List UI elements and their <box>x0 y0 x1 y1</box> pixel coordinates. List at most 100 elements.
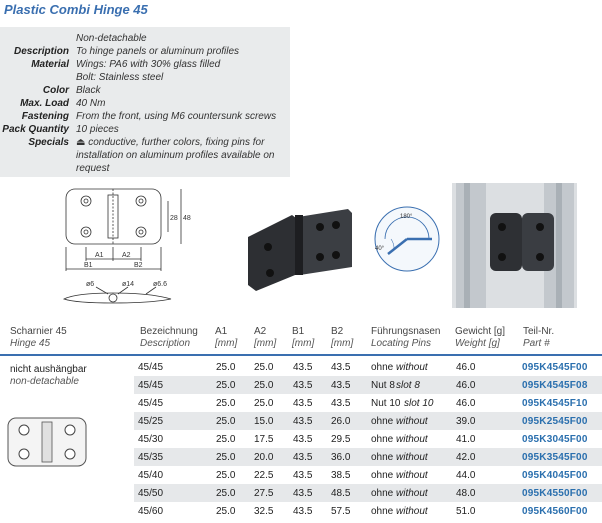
cell-b1: 43.5 <box>293 398 313 409</box>
spec-value-text: conductive, further colors, fixing pins … <box>88 137 265 148</box>
screw-hole <box>498 223 506 231</box>
spec-label: Fastening <box>21 111 69 122</box>
cell-pins-de: ohne <box>371 362 394 373</box>
col-header-sub: Hinge 45 <box>10 338 51 349</box>
col-header-a1: A1[mm] <box>215 326 237 350</box>
cell-desc: 45/25 <box>138 416 164 427</box>
hinge-wing-right <box>298 209 352 275</box>
screw-hole <box>80 226 92 238</box>
cell-b1: 43.5 <box>293 434 313 445</box>
col-header-sub: Description <box>140 338 191 349</box>
cell-pins-de: Nut 10 <box>371 398 401 409</box>
mounted-hinge-photo <box>452 183 577 308</box>
hinge-type-sub: non-detachable <box>10 376 79 387</box>
col-header-sub: Weight [g] <box>455 338 500 349</box>
cell-part-number: 095K3545F00 <box>522 452 588 463</box>
cell-pins-en: without <box>396 470 428 481</box>
col-header-a2: A2[mm] <box>254 326 276 350</box>
spec-value: Bolt: Stainless steel <box>76 72 164 83</box>
spec-label: Material <box>31 59 69 70</box>
spec-value: installation on aluminum profiles availa… <box>76 150 275 161</box>
screw-hole <box>332 221 340 229</box>
col-header-main: B1 <box>292 326 305 337</box>
cell-weight: 46.0 <box>456 380 476 391</box>
cell-weight: 46.0 <box>456 362 476 373</box>
thumb-knuckle <box>41 421 53 463</box>
cell-pins-en: without <box>396 416 428 427</box>
col-header-sub: [mm] <box>292 338 315 349</box>
spec-label: Max. Load <box>20 98 69 109</box>
cell-a1: 25.0 <box>216 470 236 481</box>
col-header-main: A1 <box>215 326 228 337</box>
cell-part-number: 095K4545F08 <box>522 380 588 391</box>
leader-line <box>145 286 157 295</box>
thumb-hole <box>64 424 76 436</box>
dim-a2-label: A2 <box>122 252 131 259</box>
cell-part-number: 095K4550F00 <box>522 488 588 499</box>
side-profile <box>62 292 172 304</box>
hinge-knuckle <box>295 215 303 275</box>
col-header-weight: Gewicht [g]Weight [g] <box>455 326 505 350</box>
cell-a1: 25.0 <box>216 506 236 517</box>
cell-b2: 43.5 <box>331 380 351 391</box>
cell-a1: 25.0 <box>216 380 236 391</box>
spec-value: 10 pieces <box>76 124 119 135</box>
spec-value: Non-detachable <box>76 33 147 44</box>
cell-desc: 45/45 <box>138 380 164 391</box>
screw-hole <box>332 251 340 259</box>
col-header-part-number: Teil-Nr.Part # <box>523 326 554 350</box>
screw-hole <box>135 195 147 207</box>
col-header-main: B2 <box>331 326 344 337</box>
cell-a1: 25.0 <box>216 434 236 445</box>
cell-a1: 25.0 <box>216 452 236 463</box>
cell-part-number: 095K4045F00 <box>522 470 588 481</box>
cell-weight: 48.0 <box>456 488 476 499</box>
cell-a2: 32.5 <box>254 506 274 517</box>
hinge-wing-left <box>248 215 300 291</box>
leader-line <box>117 286 129 295</box>
col-header-sub: Part # <box>523 338 550 349</box>
side-knuckle <box>108 293 118 303</box>
spec-value: ⏏ conductive, further colors, fixing pin… <box>76 137 290 149</box>
hinge-wing-right <box>522 213 554 271</box>
col-header-sub: Locating Pins <box>371 338 432 349</box>
profile-slot <box>464 183 470 308</box>
cell-b1: 43.5 <box>293 416 313 427</box>
col-header-main: Scharnier 45 <box>10 326 67 337</box>
hinge-wing-left <box>490 213 522 271</box>
cell-pins-de: ohne <box>371 506 394 517</box>
screw-hole <box>316 253 324 261</box>
cell-desc: 45/40 <box>138 470 164 481</box>
cell-desc: 45/35 <box>138 452 164 463</box>
cell-part-number: 095K2545F00 <box>522 416 588 427</box>
cell-a2: 27.5 <box>254 488 274 499</box>
cell-a1: 25.0 <box>216 488 236 499</box>
spec-label: Pack Quantity <box>2 124 69 135</box>
cell-weight: 44.0 <box>456 470 476 481</box>
cell-pins-en: without <box>396 506 428 517</box>
cell-part-number: 095K3045F00 <box>522 434 588 445</box>
dim-a1-label: A1 <box>95 252 104 259</box>
hinge-type-main: nicht aushängbar <box>10 364 87 375</box>
cell-b2: 43.5 <box>331 362 351 373</box>
cell-b2: 48.5 <box>331 488 351 499</box>
cell-part-number: 095K4545F00 <box>522 362 588 373</box>
cell-weight: 46.0 <box>456 398 476 409</box>
cell-a2: 20.0 <box>254 452 274 463</box>
dim-b1-label: B1 <box>84 262 93 269</box>
cell-b2: 29.5 <box>331 434 351 445</box>
col-header-main: Teil-Nr. <box>523 326 555 337</box>
angle-arc-180 <box>384 216 430 240</box>
cell-b1: 43.5 <box>293 488 313 499</box>
screw-hole <box>266 269 274 277</box>
cell-pins-en: slot 8 <box>396 380 420 391</box>
profile-slot <box>556 183 562 308</box>
technical-drawing: 28 48 A1 A2 B1 B2 ø6 ø14 ø6.6 <box>62 188 191 304</box>
hinge-type-label: nicht aushängbar non-detachable <box>10 364 87 388</box>
